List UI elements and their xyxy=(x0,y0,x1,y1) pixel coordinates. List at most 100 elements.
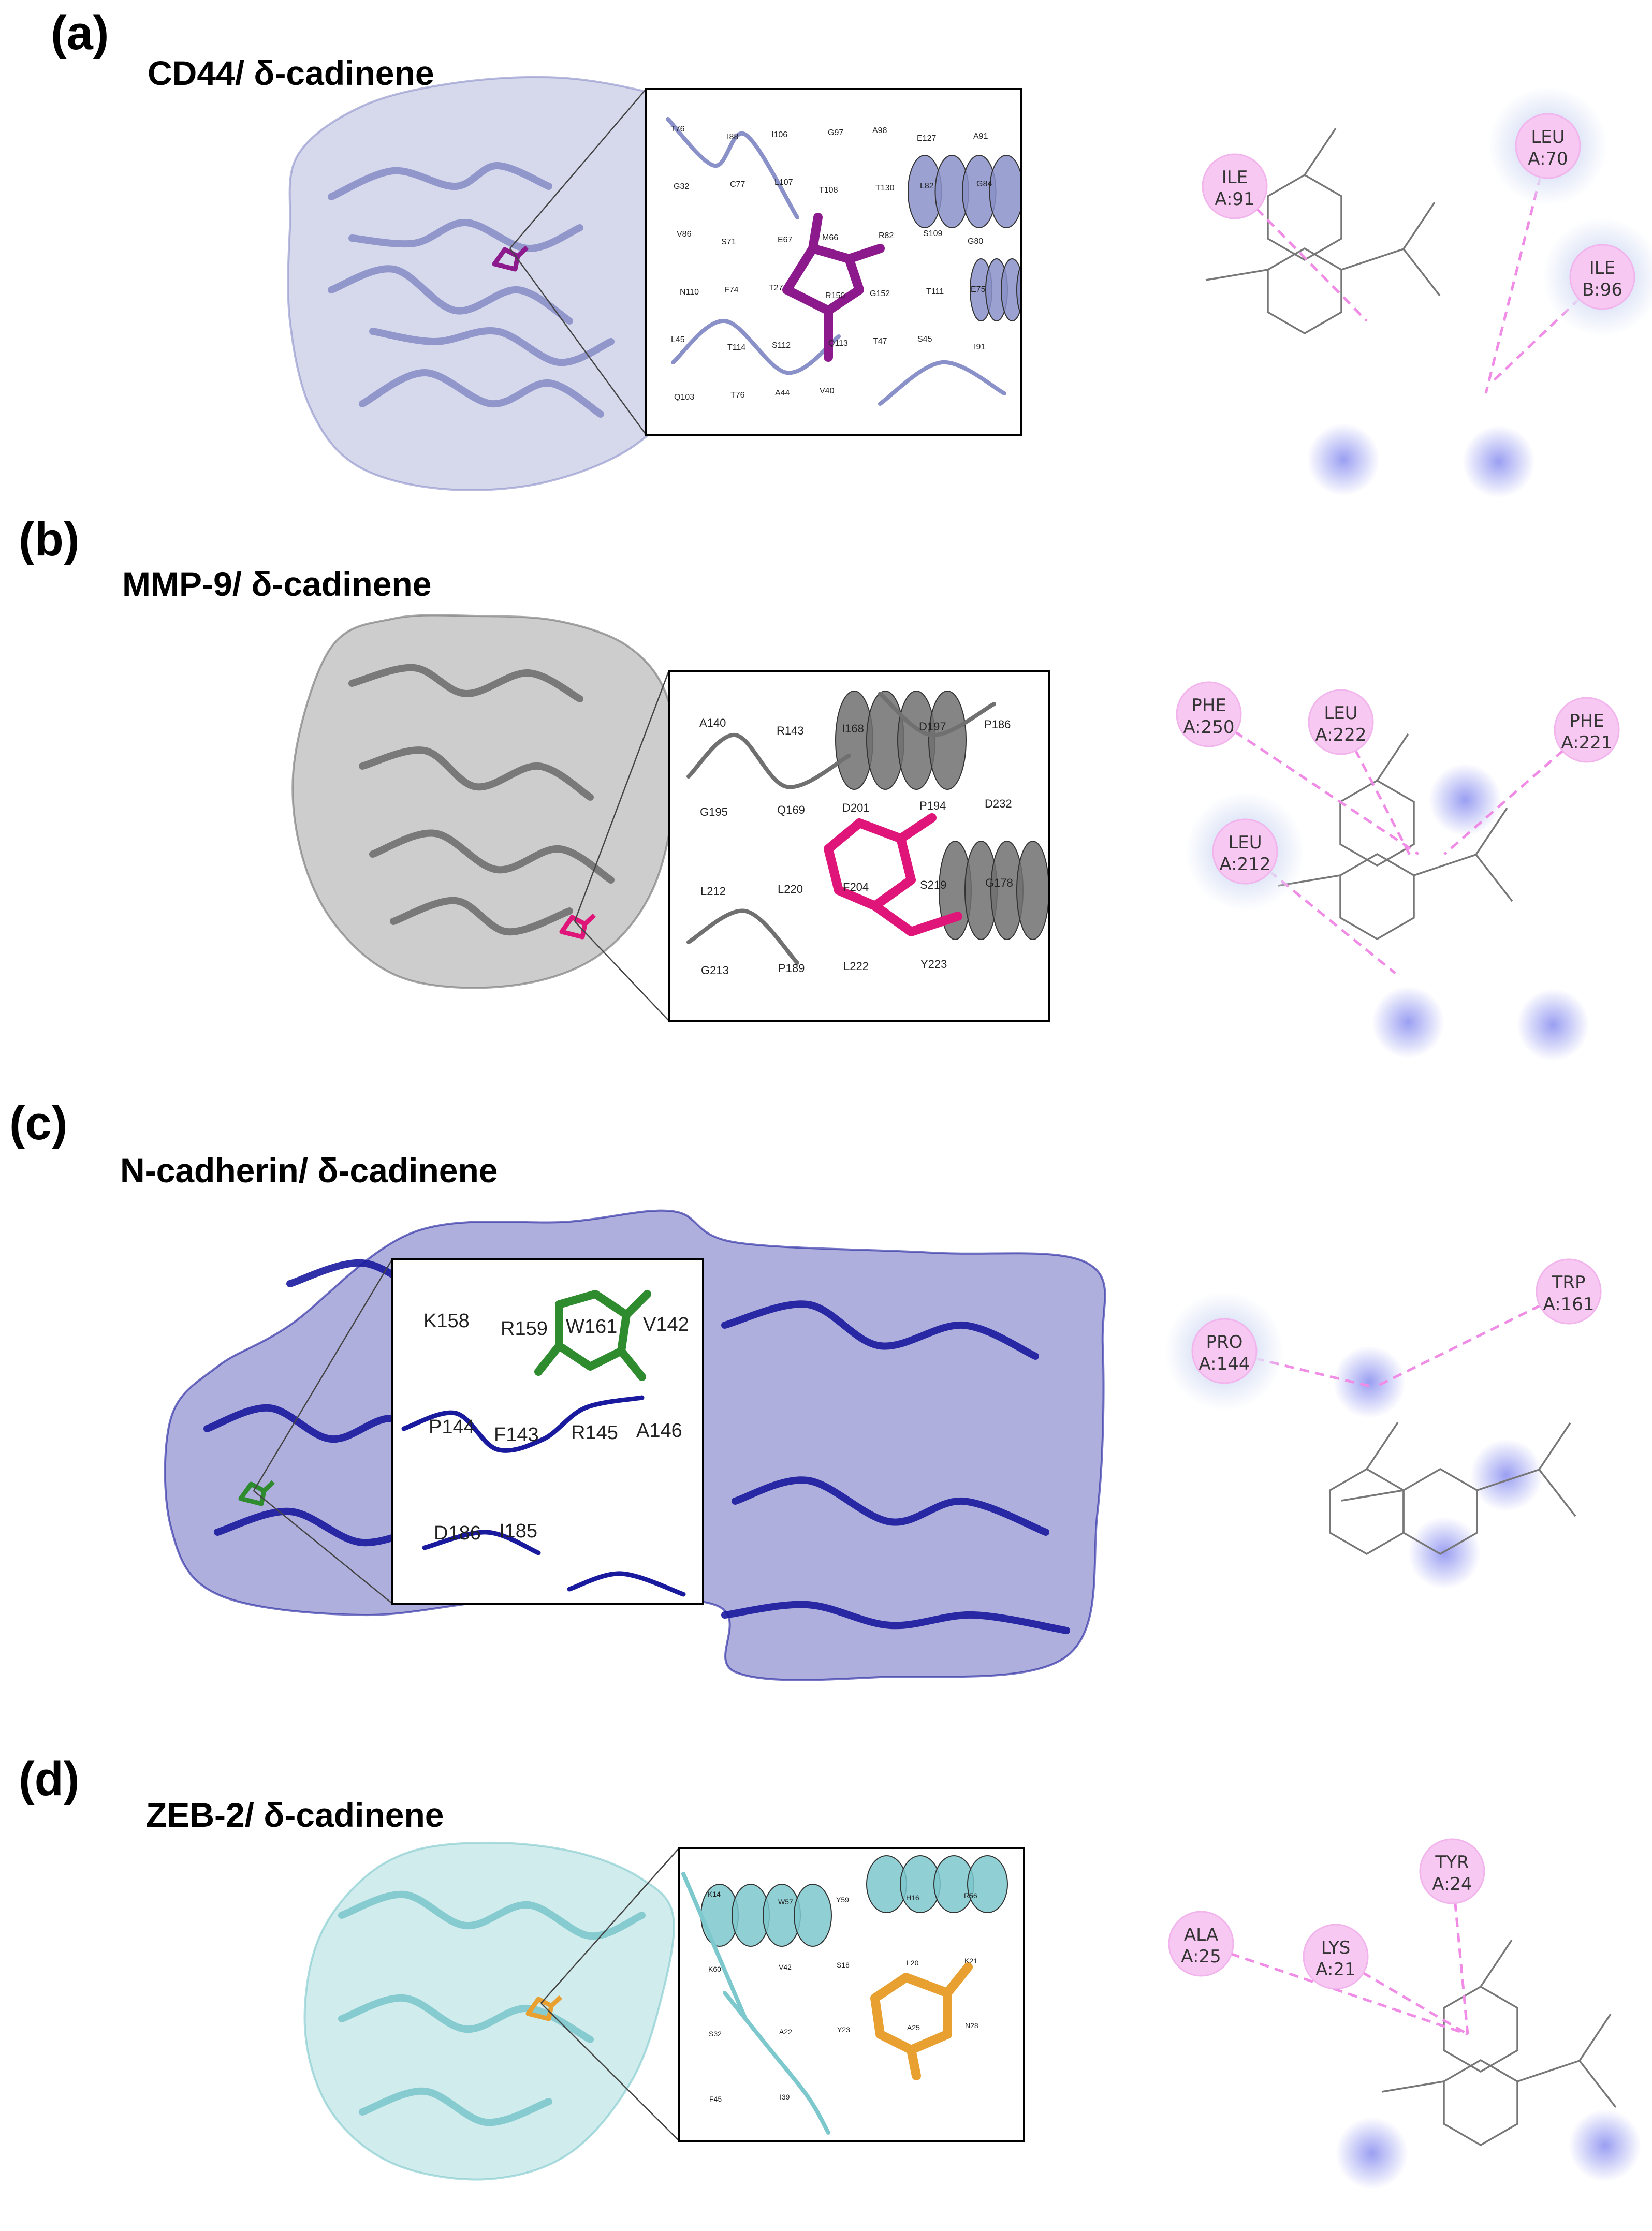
residue-label: D197 xyxy=(919,720,946,733)
residue-name: PRO xyxy=(1206,1332,1243,1353)
residue-label: F74 xyxy=(724,286,739,295)
residue-label: T76 xyxy=(670,125,685,134)
ligand-stick xyxy=(534,1290,651,1381)
residue-label: W57 xyxy=(778,1898,793,1906)
residue-circle xyxy=(1569,244,1635,310)
methyl-bond xyxy=(1381,2080,1444,2093)
residue-position: A:24 xyxy=(1432,1874,1472,1895)
residue-circle xyxy=(1536,1258,1602,1325)
residue-label: V40 xyxy=(820,387,835,395)
residue-label: S112 xyxy=(772,341,791,350)
residue-name: PHE xyxy=(1569,711,1604,731)
residue-label: S45 xyxy=(917,335,932,344)
residue-label: A91 xyxy=(973,132,988,141)
residue-label: Q103 xyxy=(674,393,694,402)
hydrophobic-glow xyxy=(1307,423,1380,496)
protein-ribbon xyxy=(721,1601,1070,1634)
helix-turn xyxy=(1016,841,1049,940)
residue-label: N28 xyxy=(965,2021,978,2030)
residue-label: A22 xyxy=(779,2028,792,2036)
inset-background xyxy=(392,1259,703,1604)
hydrophobic-glow xyxy=(1470,1439,1543,1511)
residue-label: V86 xyxy=(677,230,692,239)
residue-circle xyxy=(1515,113,1581,179)
loop-strand xyxy=(422,1530,541,1555)
panel-label-b: (b) xyxy=(19,513,80,566)
residue-circle xyxy=(1419,1838,1485,1904)
residue-circle xyxy=(1168,1911,1234,1977)
protein-structure-d xyxy=(303,1841,675,2181)
interaction-line xyxy=(1451,1871,1469,2035)
residue-label: A140 xyxy=(699,716,726,729)
interaction-line xyxy=(1208,713,1420,856)
residue-name: LYS xyxy=(1321,1938,1351,1958)
residue-position: A:144 xyxy=(1198,1354,1250,1374)
residue-label: I88 xyxy=(727,133,738,141)
residue-label: I168 xyxy=(842,722,864,735)
residue-position: A:161 xyxy=(1543,1294,1594,1315)
helix-turn xyxy=(1001,258,1021,321)
panel-title-d: ZEB-2/ δ-cadinene xyxy=(146,1796,444,1834)
zoom-line xyxy=(540,1847,680,2004)
hydrophobic-glow xyxy=(1408,1517,1481,1589)
residue-label: Y223 xyxy=(920,958,947,971)
residue-label: Y59 xyxy=(836,1896,849,1904)
interaction-line xyxy=(1373,1290,1570,1389)
ligand-marker xyxy=(492,245,529,272)
methyl-bond xyxy=(1480,1940,1513,1987)
isopropyl-bond xyxy=(1402,248,1441,297)
loop-strand xyxy=(671,318,841,375)
residue-position: A:250 xyxy=(1183,717,1234,738)
isopropyl-bond xyxy=(1402,202,1436,249)
residue-label: V142 xyxy=(643,1314,689,1335)
interaction-line xyxy=(1335,1955,1469,2036)
ring-bond xyxy=(1329,1467,1405,1555)
residue-label: F204 xyxy=(843,880,869,893)
residue-position: B:96 xyxy=(1582,280,1622,300)
residue-label: Q169 xyxy=(777,803,805,816)
isopropyl-bond xyxy=(1341,248,1404,271)
residue-label: R145 xyxy=(571,1422,618,1444)
hydrophobic-glow xyxy=(1336,2117,1408,2190)
residue-label: S32 xyxy=(709,2030,722,2038)
residue-label: P189 xyxy=(778,962,805,975)
residue-label: R82 xyxy=(879,231,894,240)
zoom-line xyxy=(574,670,670,922)
residue-label: L20 xyxy=(907,1959,919,1967)
residue-circle xyxy=(1191,1318,1258,1384)
helix-turn xyxy=(967,1855,1008,1913)
residue-label: T114 xyxy=(727,343,745,352)
residue-name: TYR xyxy=(1435,1852,1469,1873)
zoom-line xyxy=(509,248,647,435)
hydrophobic-glow xyxy=(1333,1346,1406,1418)
protein-structure-b xyxy=(291,614,678,989)
ring-bond xyxy=(1267,247,1342,335)
residue-label: R143 xyxy=(777,724,804,737)
residue-label: E75 xyxy=(971,285,986,294)
residue-label: S71 xyxy=(721,238,736,246)
inset-frame xyxy=(645,88,1022,436)
residue-label: I106 xyxy=(771,130,787,139)
inset-frame xyxy=(668,670,1050,1022)
residue-label: L107 xyxy=(774,178,793,187)
interaction-line xyxy=(1224,1349,1375,1389)
residue-label: L220 xyxy=(778,883,803,896)
panel-label-a: (a) xyxy=(51,7,109,60)
residue-label: N110 xyxy=(680,288,699,297)
residue-name: TRP xyxy=(1552,1272,1586,1293)
protein-ribbon xyxy=(732,1476,1049,1536)
isopropyl-bond xyxy=(1475,808,1508,855)
residue-label: G80 xyxy=(968,237,983,246)
residue-label: P186 xyxy=(984,718,1011,731)
hydrophobic-glow xyxy=(1372,986,1444,1059)
residue-label: A98 xyxy=(872,126,887,135)
